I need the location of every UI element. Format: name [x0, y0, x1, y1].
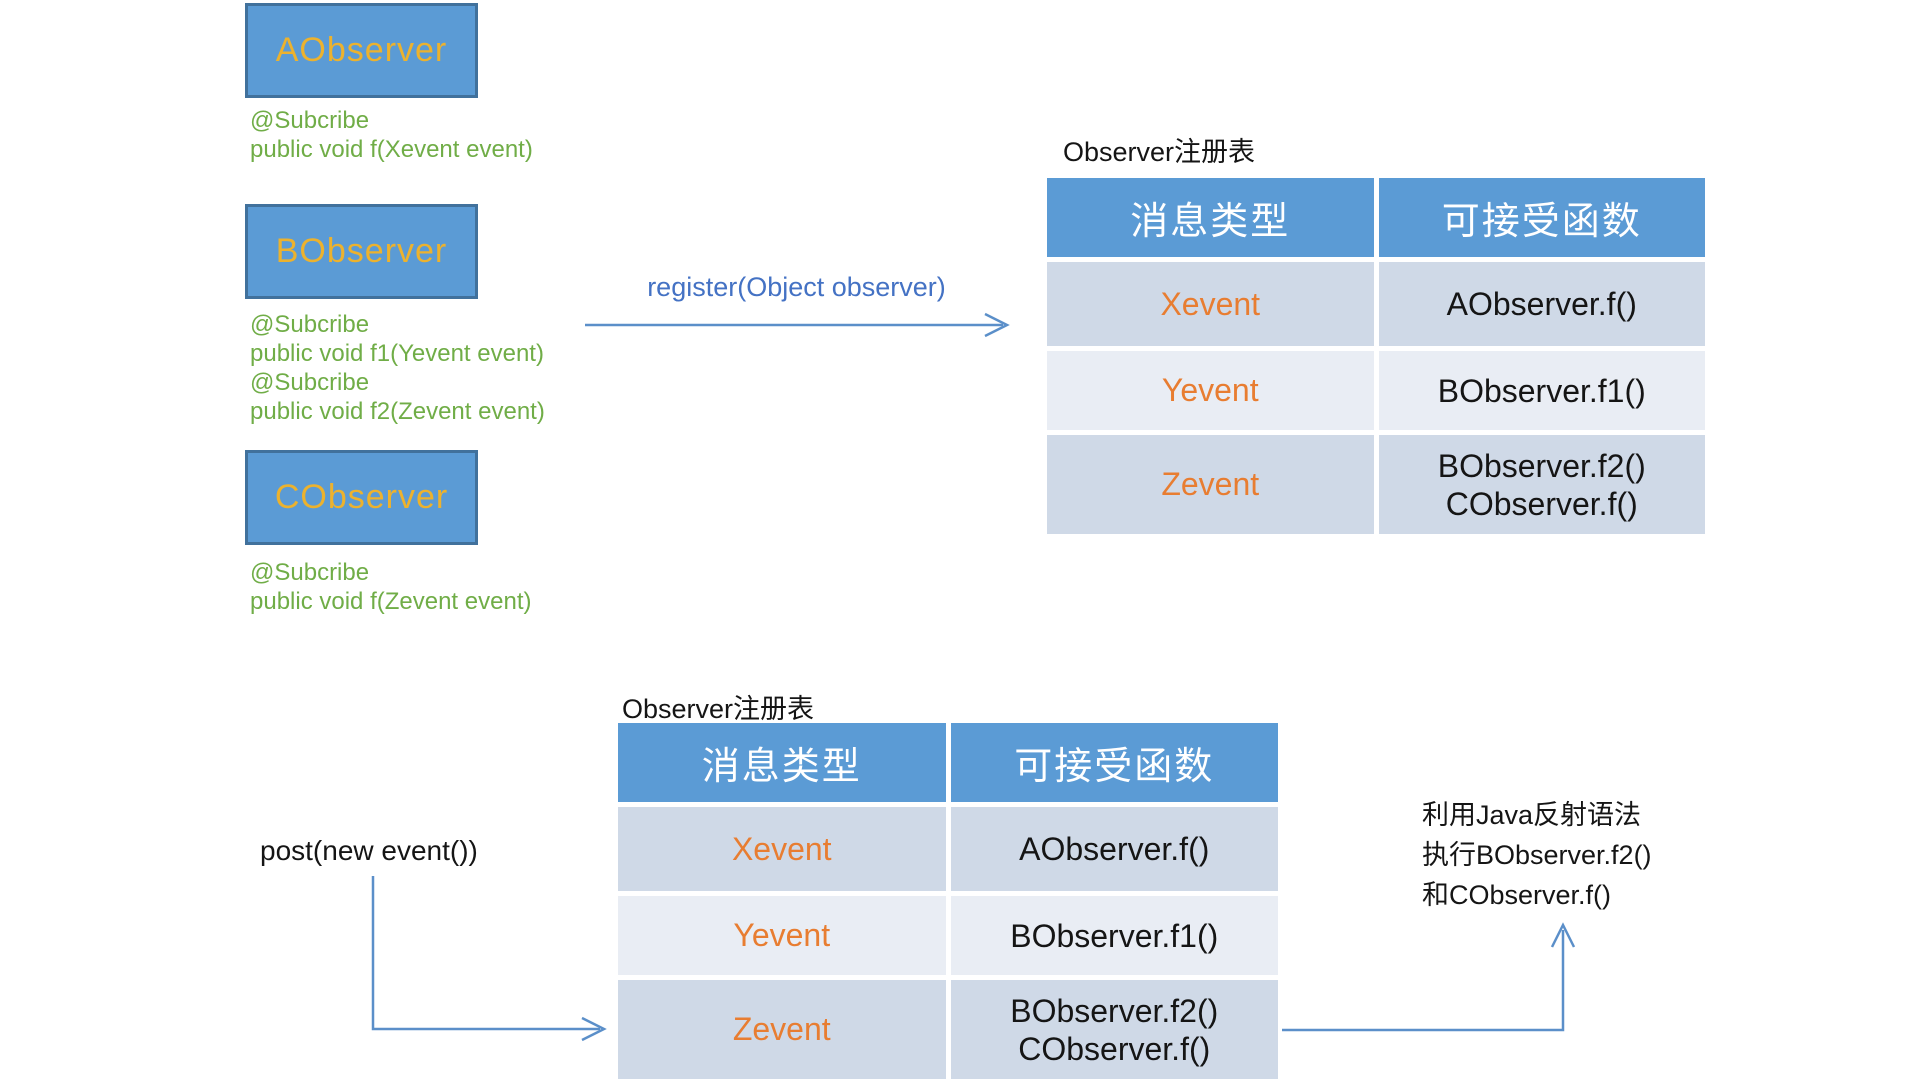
t1-cell-func-zevent: BObserver.f2() CObserver.f()	[1378, 435, 1705, 534]
t1-header-event-type: 消息类型	[1047, 178, 1374, 257]
post-arrow	[371, 876, 607, 1042]
registry-table-2: 消息类型 可接受函数 Xevent AObserver.f() Yevent B…	[618, 723, 1278, 1079]
observer-annotation-b: @Subcribe public void f1(Yevent event) @…	[250, 310, 545, 426]
registry-table-2-title: Observer注册表	[622, 694, 815, 724]
t2-cell-event-zevent: Zevent	[618, 980, 946, 1079]
observer-box-a-label: AObserver	[275, 31, 448, 69]
t1-header-functions: 可接受函数	[1378, 178, 1705, 257]
t1-cell-event-yevent: Yevent	[1047, 351, 1374, 430]
func-line: CObserver.f()	[1445, 485, 1638, 522]
annotation-line: @Subcribe	[250, 559, 370, 586]
t2-cell-func-xevent: AObserver.f()	[950, 807, 1278, 891]
t1-cell-func-xevent: AObserver.f()	[1378, 262, 1705, 346]
registry-table-1: 消息类型 可接受函数 Xevent AObserver.f() Yevent B…	[1047, 178, 1705, 534]
reflection-note-line: 执行BObserver.f2()	[1422, 840, 1652, 870]
annotation-line: public void f2(Zevent event)	[250, 398, 545, 425]
t2-cell-event-xevent: Xevent	[618, 807, 946, 891]
observer-box-a: AObserver	[245, 3, 478, 98]
t1-cell-event-zevent: Zevent	[1047, 435, 1374, 534]
reflection-note-line: 利用Java反射语法	[1422, 800, 1642, 830]
register-arrow	[585, 312, 1010, 338]
t2-cell-func-zevent: BObserver.f2() CObserver.f()	[950, 980, 1278, 1079]
annotation-line: public void f(Xevent event)	[250, 136, 533, 163]
t2-header-functions: 可接受函数	[950, 723, 1278, 802]
annotation-line: public void f(Zevent event)	[250, 588, 532, 615]
observer-annotation-a: @Subcribe public void f(Xevent event)	[250, 106, 533, 164]
func-line: BObserver.f2()	[1437, 447, 1646, 484]
t1-cell-func-yevent: BObserver.f1()	[1378, 351, 1705, 430]
annotation-line: @Subcribe	[250, 369, 370, 396]
observer-box-c-label: CObserver	[274, 478, 449, 516]
post-arrow-label: post(new event())	[260, 835, 478, 866]
reflection-note: 利用Java反射语法 执行BObserver.f2() 和CObserver.f…	[1422, 795, 1652, 915]
reflection-note-line: 和CObserver.f()	[1422, 880, 1612, 910]
t2-header-event-type: 消息类型	[618, 723, 946, 802]
t1-cell-event-xevent: Xevent	[1047, 262, 1374, 346]
t2-cell-event-yevent: Yevent	[618, 896, 946, 975]
annotation-line: @Subcribe	[250, 107, 370, 134]
observer-annotation-c: @Subcribe public void f(Zevent event)	[250, 558, 531, 616]
annotation-line: public void f1(Yevent event)	[250, 340, 544, 367]
func-line: BObserver.f2()	[1010, 992, 1219, 1029]
observer-box-b-label: BObserver	[275, 232, 448, 270]
register-arrow-label: register(Object observer)	[647, 272, 946, 302]
reflection-arrow	[1282, 922, 1576, 1032]
func-line: CObserver.f()	[1018, 1030, 1211, 1067]
observer-box-b: BObserver	[245, 204, 478, 299]
observer-box-c: CObserver	[245, 450, 478, 545]
annotation-line: @Subcribe	[250, 311, 370, 338]
registry-table-1-title: Observer注册表	[1063, 137, 1256, 167]
t2-cell-func-yevent: BObserver.f1()	[950, 896, 1278, 975]
